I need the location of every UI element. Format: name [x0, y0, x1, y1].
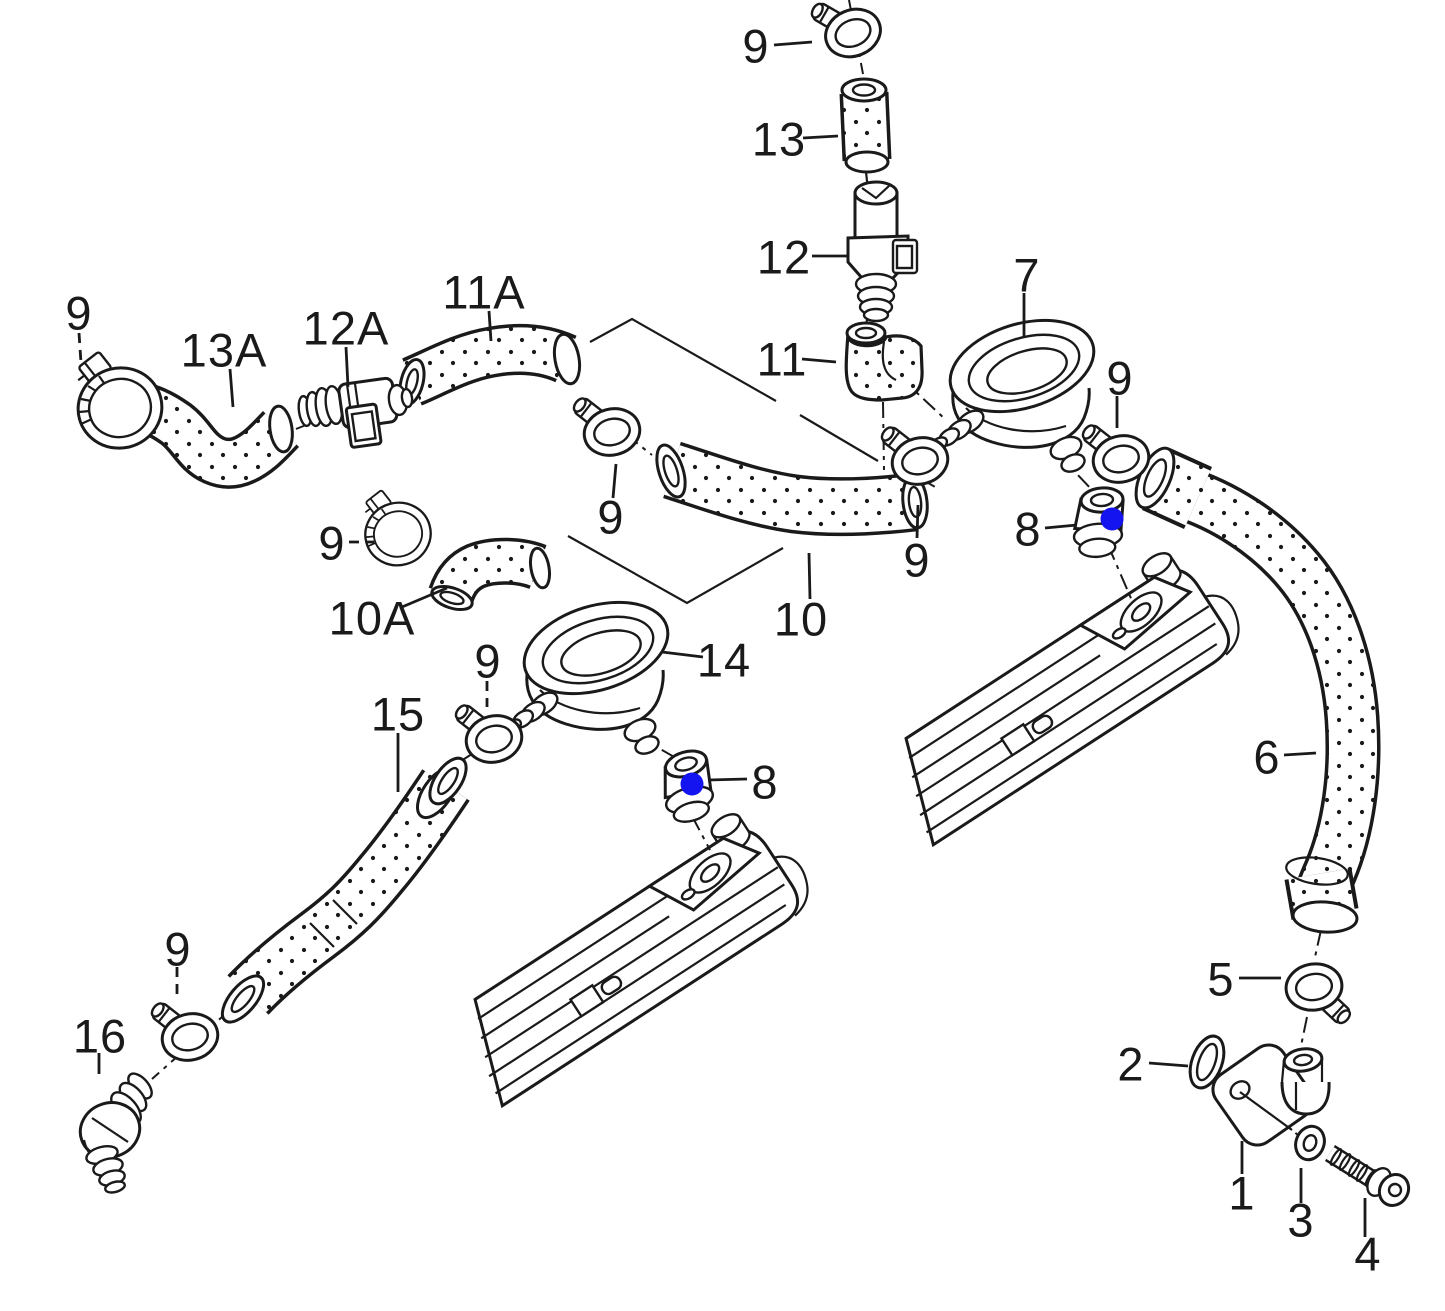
part-label-7[interactable]: 7 — [1013, 248, 1041, 302]
hose-11a — [398, 323, 582, 406]
part-label-6[interactable]: 6 — [1253, 730, 1281, 784]
part-label-9-top[interactable]: 9 — [742, 19, 770, 73]
breather-valve-14 — [494, 584, 681, 759]
washer-3 — [1294, 1124, 1326, 1162]
fitting-16 — [78, 1072, 153, 1194]
clamp-5 — [1276, 953, 1360, 1029]
part-label-9-hose15[interactable]: 9 — [164, 922, 192, 976]
clamp-9-hose15 — [147, 998, 225, 1068]
hose-13 — [839, 77, 892, 174]
part-label-15[interactable]: 15 — [370, 687, 426, 741]
part-label-13a[interactable]: 13A — [180, 323, 268, 377]
valve-cover-center — [434, 794, 823, 1108]
part-label-12a[interactable]: 12A — [302, 301, 390, 355]
clamp-9-hose10-left — [569, 393, 647, 463]
clamp-9-10a — [357, 488, 439, 574]
part-label-9-hose10-right[interactable]: 9 — [903, 533, 931, 587]
part-label-1[interactable]: 1 — [1228, 1166, 1256, 1220]
part-label-10a[interactable]: 10A — [328, 591, 416, 645]
clamp-9-13a — [67, 349, 173, 460]
clamp-9-top — [805, 0, 891, 70]
part-label-9-hose10-left[interactable]: 9 — [597, 490, 625, 544]
part-label-4[interactable]: 4 — [1354, 1227, 1382, 1281]
part-label-8-left[interactable]: 8 — [751, 755, 779, 809]
part-label-9-valve14[interactable]: 9 — [474, 634, 502, 688]
part-label-9-10a[interactable]: 9 — [318, 516, 346, 570]
part-label-13[interactable]: 13 — [751, 112, 807, 166]
bolt-4 — [1324, 1144, 1411, 1207]
part-label-5[interactable]: 5 — [1207, 952, 1235, 1006]
part-label-11[interactable]: 11 — [756, 332, 808, 386]
valve-12 — [846, 180, 919, 323]
fitting-1 — [1211, 1043, 1331, 1147]
part-label-14[interactable]: 14 — [696, 633, 752, 687]
elbow-hose-11 — [844, 321, 924, 402]
leader-lines — [77, 40, 1367, 1237]
hose-10 — [655, 441, 929, 537]
part-label-10[interactable]: 10 — [773, 592, 829, 646]
part-label-12[interactable]: 12 — [756, 230, 812, 284]
hose-6 — [1134, 446, 1381, 934]
part-label-16[interactable]: 16 — [72, 1009, 128, 1063]
highlight-marker-8-left[interactable] — [680, 772, 704, 796]
part-label-8-right[interactable]: 8 — [1014, 502, 1042, 556]
breather-valve-7 — [920, 302, 1107, 477]
highlight-marker-8-right[interactable] — [1100, 507, 1124, 531]
hose-10a — [428, 537, 552, 612]
oring-2 — [1188, 1034, 1226, 1090]
part-label-3[interactable]: 3 — [1287, 1193, 1315, 1247]
part-label-9-valve7[interactable]: 9 — [1106, 351, 1134, 405]
part-label-11a[interactable]: 11A — [442, 265, 526, 319]
hose-15 — [220, 756, 470, 1024]
valve-12a — [297, 376, 414, 449]
part-label-9-13a[interactable]: 9 — [65, 286, 93, 340]
construction-lines — [567, 317, 879, 605]
part-label-2[interactable]: 2 — [1117, 1037, 1145, 1091]
